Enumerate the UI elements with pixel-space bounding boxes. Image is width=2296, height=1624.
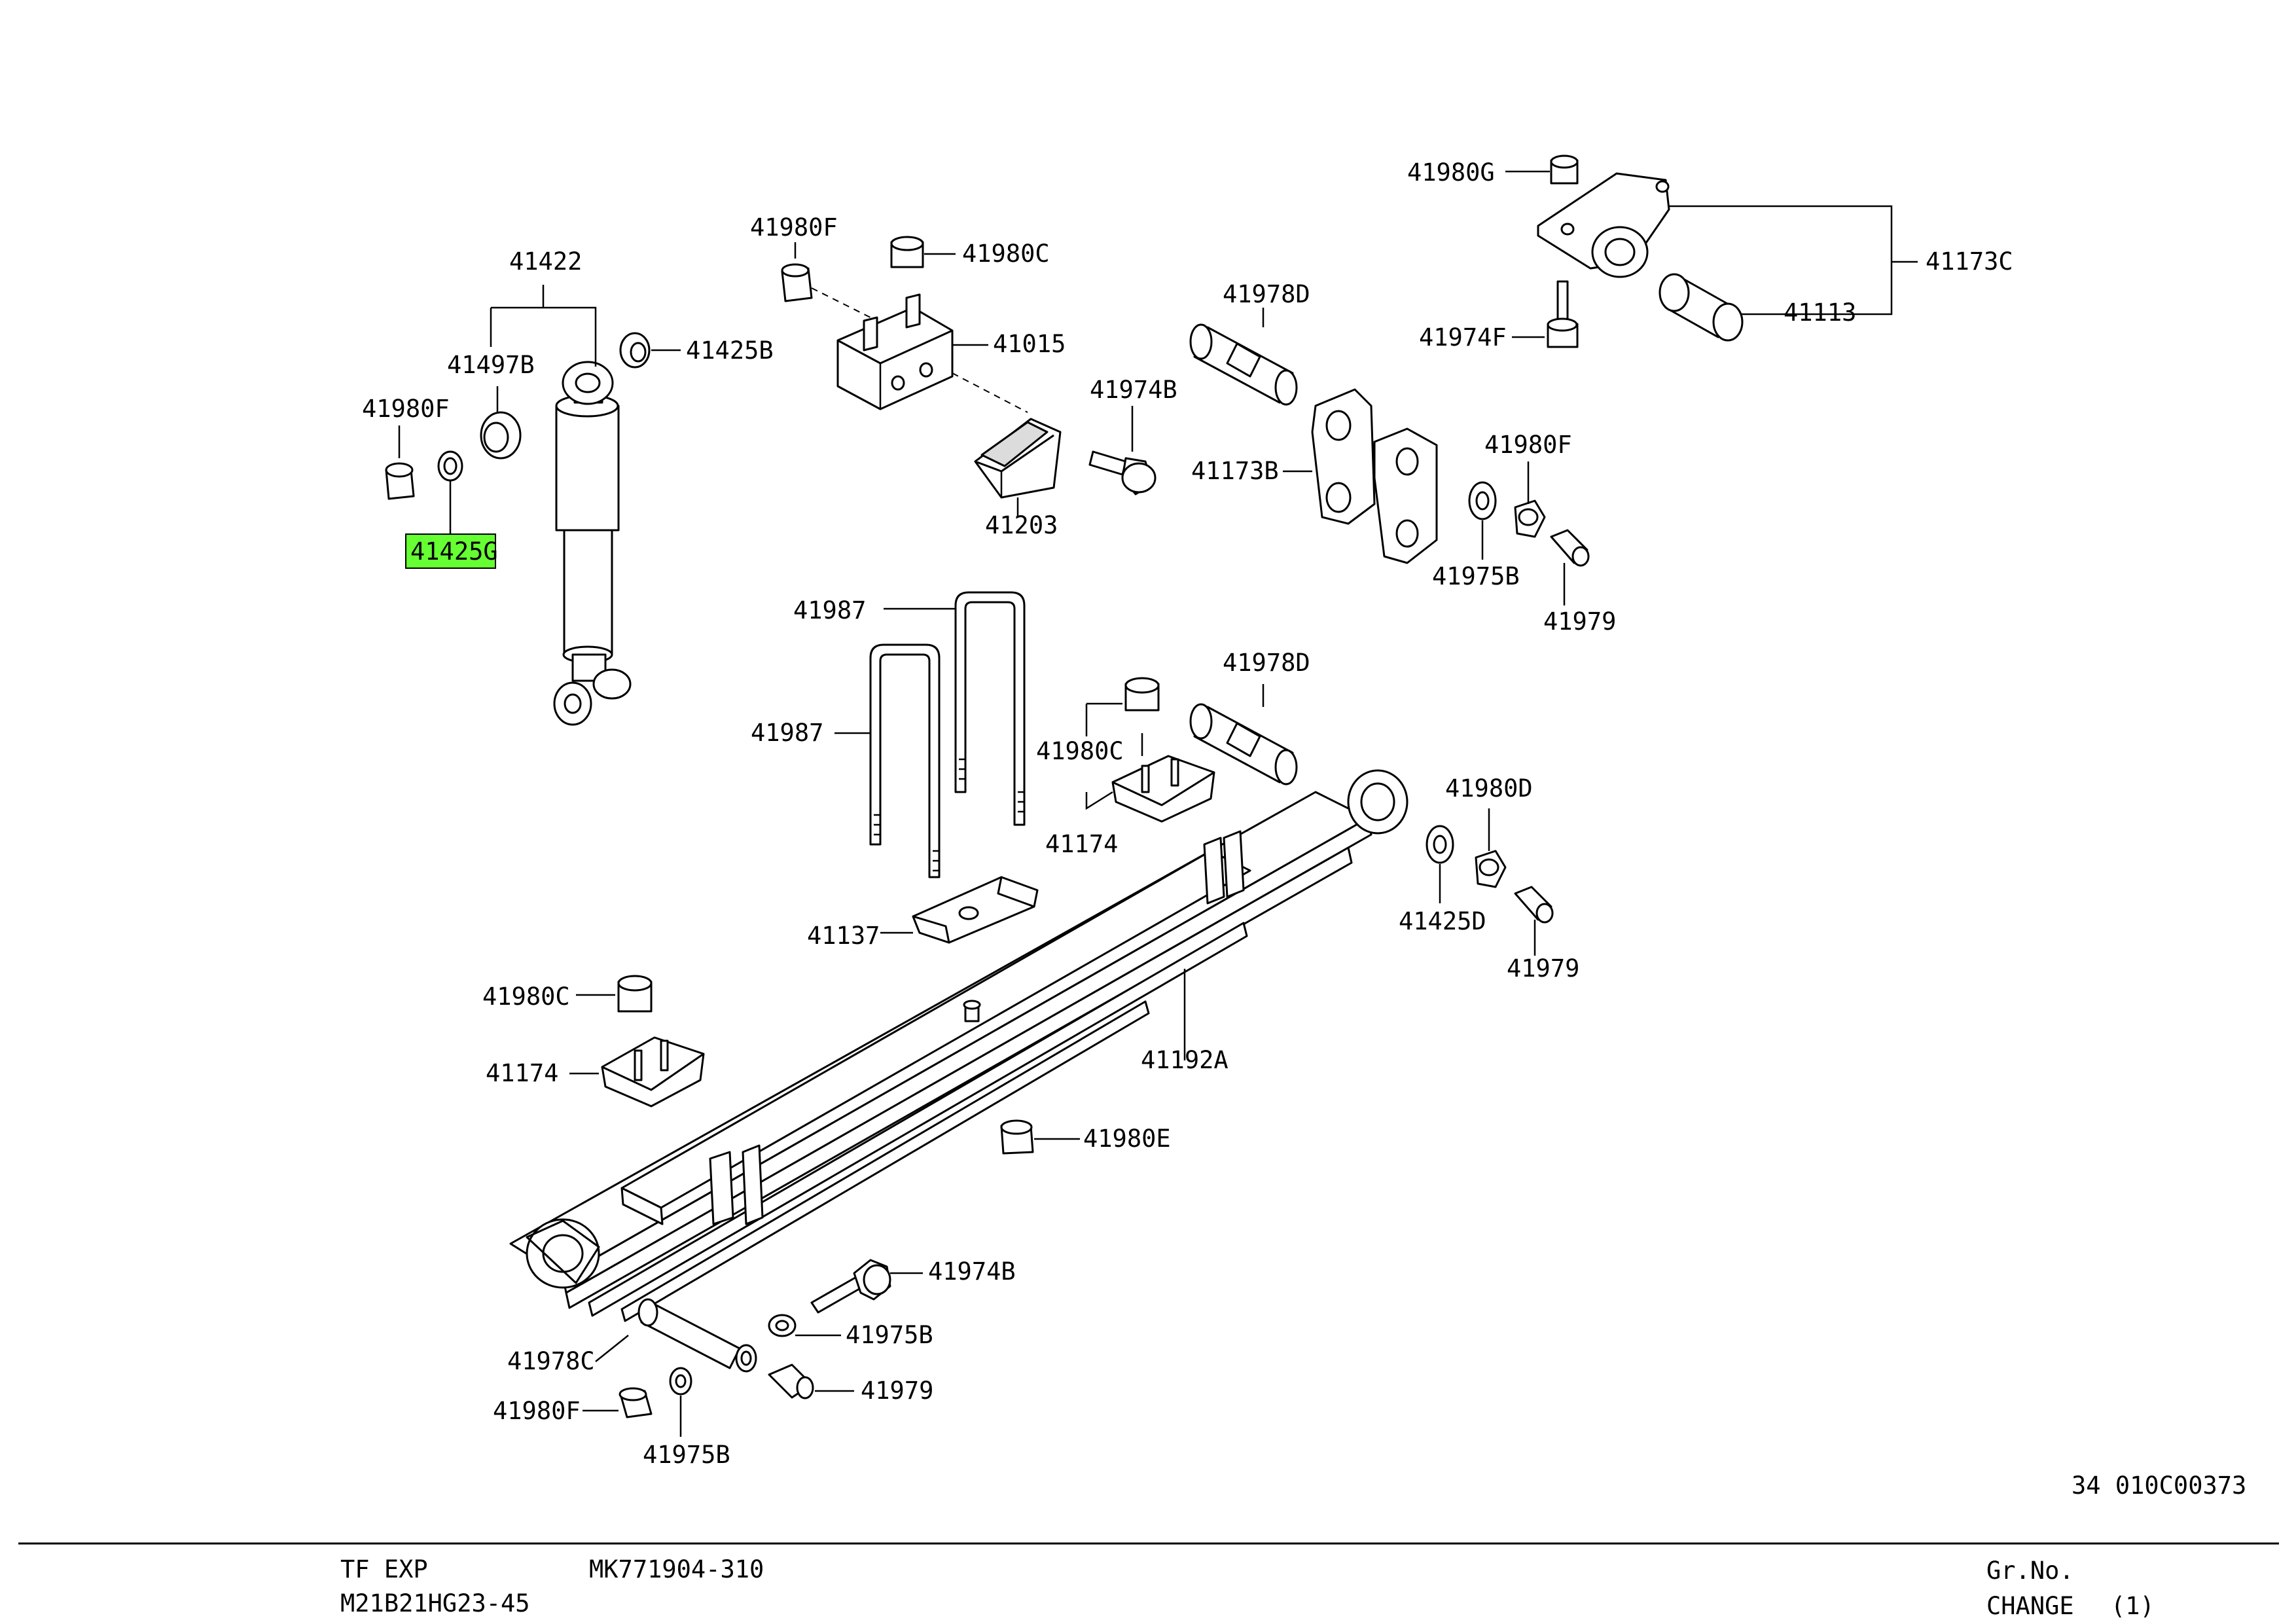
label-41203[interactable]: 41203 <box>985 511 1058 539</box>
nut-41980G[interactable] <box>1550 154 1579 185</box>
label-41137[interactable]: 41137 <box>807 922 880 950</box>
label-41978D-b[interactable]: 41978D <box>1223 649 1310 677</box>
seat-41015[interactable] <box>836 293 954 410</box>
bushing-41497B[interactable] <box>480 411 522 460</box>
bolt-41974F[interactable] <box>1547 280 1579 348</box>
label-41173C[interactable]: 41173C <box>1926 247 2013 276</box>
shackle-pin-41978D-upper[interactable] <box>1189 323 1298 406</box>
pad-41174-upper[interactable] <box>1111 755 1215 823</box>
footer-model: TF EXP <box>340 1555 428 1583</box>
label-41974F[interactable]: 41974F <box>1419 323 1507 352</box>
nut-41980D[interactable] <box>1475 850 1507 888</box>
hanger-41173C[interactable] <box>1537 172 1670 278</box>
diagram-reference: 34 010C00373 <box>2072 1471 2246 1500</box>
grease-nipple-41979-lower[interactable] <box>1514 886 1554 924</box>
nut-41980C-seat[interactable] <box>890 236 924 268</box>
label-41980E[interactable]: 41980E <box>1083 1125 1171 1153</box>
label-41978C[interactable]: 41978C <box>507 1347 595 1375</box>
shackle-pin-41978D-lower[interactable] <box>1189 703 1298 785</box>
label-41497B[interactable]: 41497B <box>447 351 535 379</box>
shock-absorber[interactable] <box>553 361 632 726</box>
label-41974B-b[interactable]: 41974B <box>928 1257 1016 1286</box>
label-41980C-b[interactable]: 41980C <box>1036 737 1124 765</box>
label-41975B-a[interactable]: 41975B <box>1432 562 1520 590</box>
shackle-plate-41173B[interactable] <box>1311 388 1438 564</box>
footer-spec: M21B21HG23-45 <box>340 1589 530 1617</box>
label-41113[interactable]: 41113 <box>1784 298 1856 327</box>
footer-change-label: CHANGE <box>1986 1592 2074 1620</box>
label-41173B[interactable]: 41173B <box>1191 457 1279 485</box>
label-41979-a[interactable]: 41979 <box>1543 607 1616 636</box>
label-41425B[interactable]: 41425B <box>686 336 774 365</box>
highlight-41425G <box>405 533 496 569</box>
footer: TF EXP MK771904-310 M21B21HG23-45 Gr.No.… <box>18 1542 2279 1620</box>
nut-41980F-shackle[interactable] <box>1514 499 1546 538</box>
nut-41980F-front[interactable] <box>619 1387 653 1418</box>
washer-41975B-lower-a[interactable] <box>768 1314 797 1337</box>
nut-41980E[interactable] <box>1000 1119 1034 1155</box>
label-41174-b[interactable]: 41174 <box>486 1059 558 1087</box>
label-41975B-b[interactable]: 41975B <box>846 1321 933 1349</box>
label-41425G[interactable]: 41425G <box>410 537 498 566</box>
label-41979-b[interactable]: 41979 <box>1507 954 1579 983</box>
bumper-41203[interactable] <box>974 418 1062 499</box>
label-41425D[interactable]: 41425D <box>1399 907 1486 935</box>
footer-change-count: (1) <box>2111 1592 2155 1620</box>
label-41987-b[interactable]: 41987 <box>751 719 823 747</box>
label-41980G[interactable]: 41980G <box>1407 158 1495 187</box>
bolt-41974B-lower[interactable] <box>810 1259 891 1314</box>
label-41980C-c[interactable]: 41980C <box>482 983 570 1011</box>
washer-41425G[interactable] <box>437 450 463 482</box>
footer-part-number: MK771904-310 <box>589 1555 764 1583</box>
shackle-pin-41978C[interactable] <box>637 1298 757 1373</box>
label-41192A[interactable]: 41192A <box>1141 1046 1229 1074</box>
label-41980F-b[interactable]: 41980F <box>750 213 838 242</box>
label-41015[interactable]: 41015 <box>993 330 1066 358</box>
label-41980C-a[interactable]: 41980C <box>962 240 1050 268</box>
label-41980F-d[interactable]: 41980F <box>493 1397 581 1425</box>
nut-41980C-lower[interactable] <box>617 975 653 1013</box>
label-41987-a[interactable]: 41987 <box>793 596 866 624</box>
label-41975B-c[interactable]: 41975B <box>643 1441 730 1469</box>
plate-41137[interactable] <box>912 876 1039 944</box>
pad-41174-lower[interactable] <box>601 1036 705 1108</box>
label-41980F-a[interactable]: 41980F <box>362 395 450 423</box>
washer-41975B-upper[interactable] <box>1468 481 1497 520</box>
bushing-41113[interactable] <box>1659 273 1744 342</box>
label-41980D[interactable]: 41980D <box>1445 774 1533 803</box>
nut-41980F-seat[interactable] <box>781 263 813 302</box>
grease-nipple-41979-upper[interactable] <box>1550 529 1590 567</box>
label-41422[interactable]: 41422 <box>509 247 582 276</box>
nut-41980F-shock[interactable] <box>385 462 415 500</box>
bolt-41974B-upper[interactable] <box>1088 450 1157 496</box>
grease-nipple-41979-front[interactable] <box>768 1363 814 1399</box>
label-41174-a[interactable]: 41174 <box>1045 830 1118 858</box>
u-bolt-41987-rear[interactable] <box>954 591 1026 826</box>
footer-gr-no: Gr.No. <box>1986 1557 2074 1585</box>
label-41978D-a[interactable]: 41978D <box>1223 280 1310 308</box>
washer-41425B[interactable] <box>619 332 651 369</box>
washer-41975B-lower-b[interactable] <box>669 1367 692 1396</box>
label-41979-c[interactable]: 41979 <box>861 1377 933 1405</box>
leaf-spring-41192A[interactable] <box>509 769 1408 1322</box>
label-41974B-a[interactable]: 41974B <box>1090 376 1177 404</box>
u-bolt-41987-front[interactable] <box>869 643 941 878</box>
part-labels: 41422 41497B 41980F 41425G 41425B 41980F… <box>362 158 2246 1500</box>
label-41980F-c[interactable]: 41980F <box>1484 431 1572 459</box>
nut-41980C-upper[interactable] <box>1124 677 1160 712</box>
washer-41425D[interactable] <box>1426 825 1454 864</box>
